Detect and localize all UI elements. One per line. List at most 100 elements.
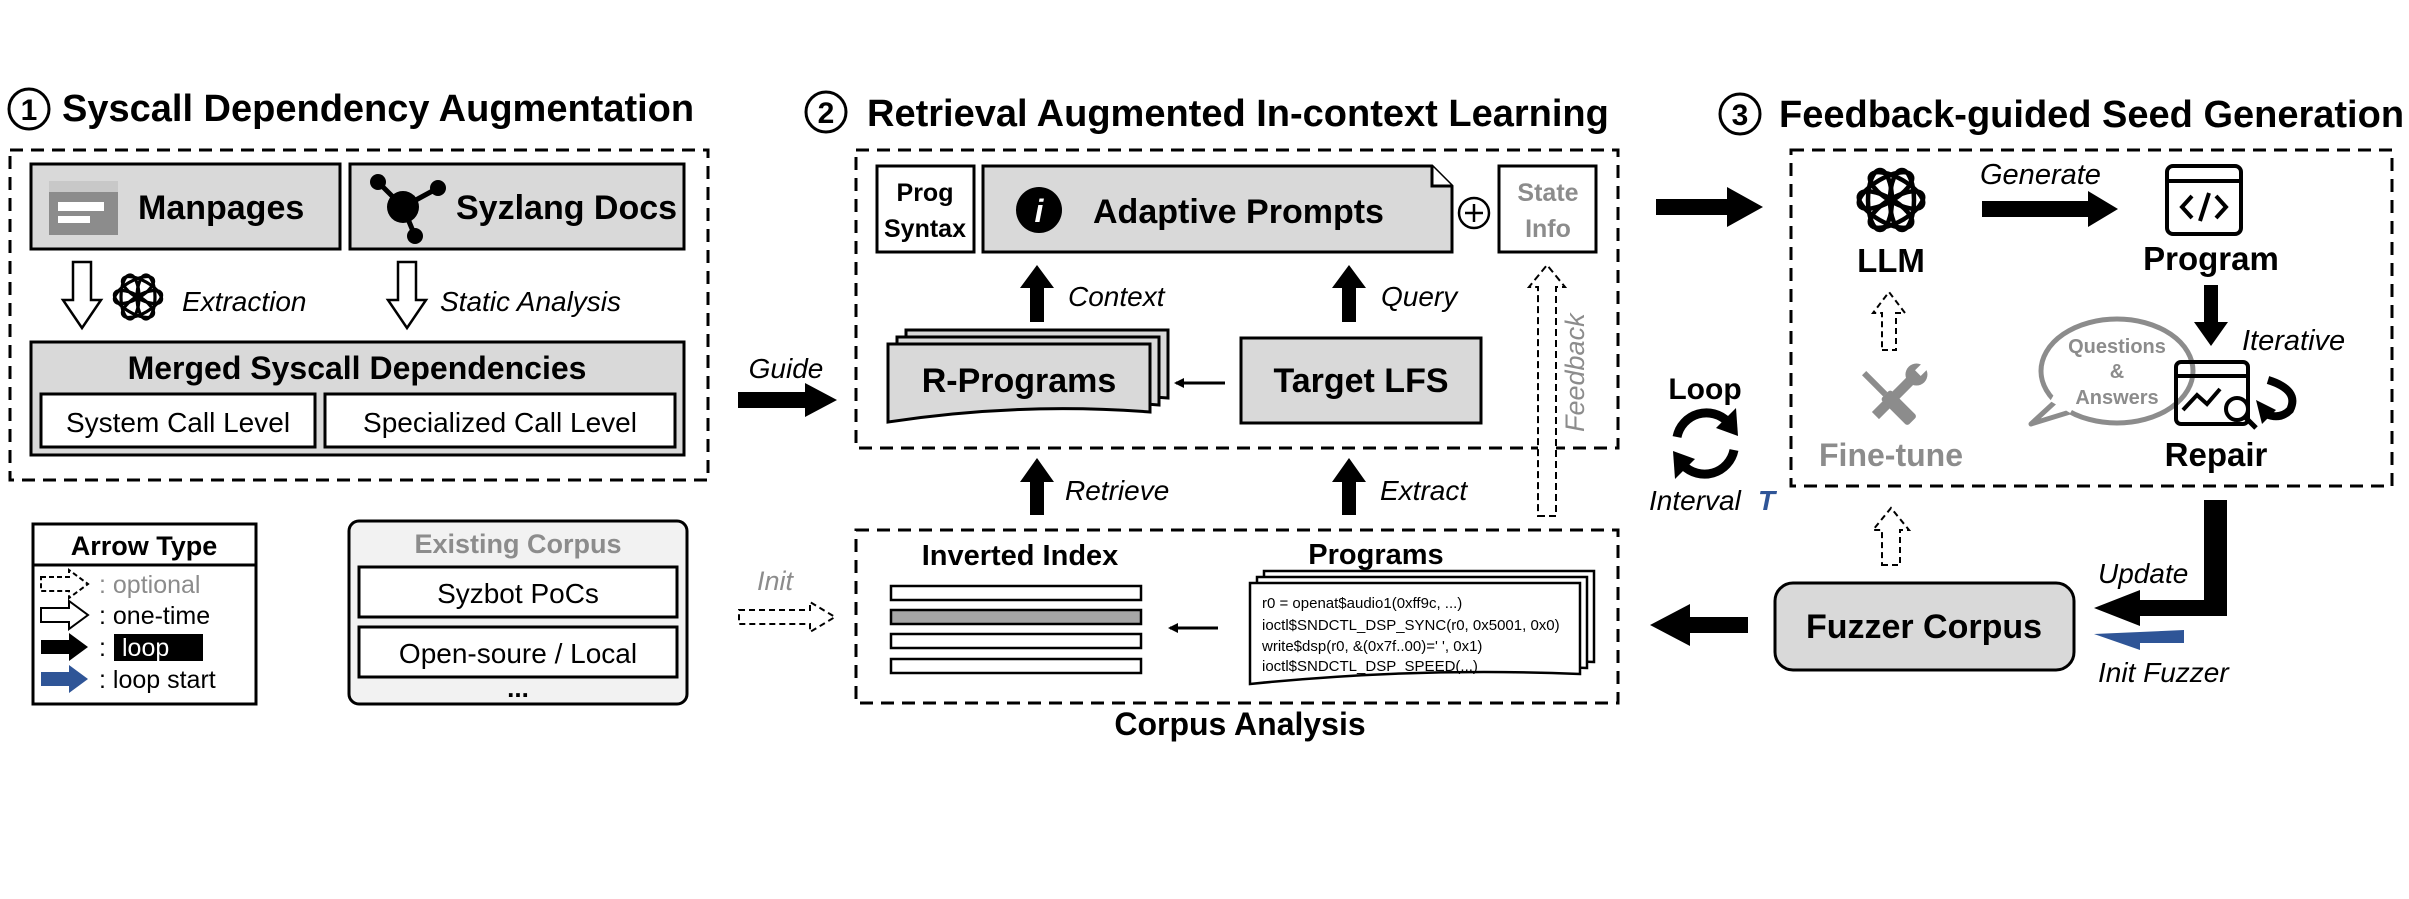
fine-tune-label: Fine-tune — [1819, 437, 1963, 473]
code-line-2: ioctl$SNDCTL_DSP_SYNC(r0, 0x5001, 0x0) — [1262, 617, 1560, 634]
guide-arrow — [738, 383, 837, 417]
adaptive-prompts-label: Adaptive Prompts — [1093, 193, 1384, 231]
legend-optional-label: : optional — [99, 571, 200, 599]
legend-loop-start-arrow — [41, 665, 88, 693]
state-info-line2: Info — [1525, 215, 1571, 243]
context-arrow — [1020, 265, 1054, 322]
extract-arrow — [1332, 458, 1366, 515]
refresh-loop-icon — [1672, 408, 1739, 479]
questions-line1: Questions — [2068, 336, 2166, 358]
legend-optional-arrow — [40, 568, 90, 600]
questions-line3: Answers — [2075, 387, 2158, 409]
code-line-5: ... — [1262, 670, 1275, 687]
state-info-box: State Info — [1497, 164, 1598, 254]
legend-one-time-arrow — [40, 599, 90, 631]
legend-loop-arrow — [41, 633, 88, 661]
state-info-line1: State — [1517, 179, 1578, 207]
specialized-call-level-label: Specialized Call Level — [363, 407, 637, 438]
init-label: Init — [757, 566, 795, 596]
code-line-3: write$dsp(r0, &(0x7f..00)=' ', 0x1) — [1261, 638, 1482, 655]
generate-label: Generate — [1980, 159, 2101, 191]
prog-syntax-line1: Prog — [897, 179, 954, 207]
code-line-4: ioctl$SNDCTL_DSP_SPEED(...) — [1262, 658, 1478, 675]
plus-icon — [1457, 196, 1491, 230]
section1-number-circle — [7, 87, 51, 131]
info-icon: i — [1016, 187, 1062, 233]
syzbot-pocs-label: Syzbot PoCs — [437, 578, 599, 609]
legend-loop-colon: : — [99, 634, 106, 662]
generate-arrow — [1982, 191, 2118, 227]
extract-label: Extract — [1380, 475, 1468, 506]
code-window-icon — [2165, 164, 2243, 236]
update-arrow — [2094, 500, 2227, 626]
init-arrow — [738, 600, 837, 634]
fuzzer-to-corpus-analysis-arrow — [1650, 604, 1748, 646]
retrieve-arrow — [1020, 458, 1054, 515]
to-section3-arrow — [1656, 187, 1763, 227]
context-label: Context — [1068, 281, 1166, 312]
section2-number-circle — [804, 90, 848, 134]
adaptive-prompts-box: i Adaptive Prompts — [981, 164, 1454, 254]
prog-syntax-line2: Syntax — [884, 215, 966, 243]
init-fuzzer-arrow — [2094, 630, 2184, 650]
specialized-call-level-box — [323, 392, 677, 449]
section3-title: Feedback-guided Seed Generation — [1779, 94, 2404, 136]
syzlang-docs-label: Syzlang Docs — [456, 189, 677, 227]
fuzzer-to-section3-arrow — [1870, 506, 1912, 566]
target-lfs-label: Target LFS — [1273, 362, 1448, 400]
legend-loop-label: loop — [122, 634, 169, 662]
extraction-label: Extraction — [182, 286, 307, 317]
graph-node-icon — [370, 174, 446, 244]
system-call-level-label: System Call Level — [66, 407, 290, 438]
programs-doc-stack: r0 = openat$audio1(0xff9c, ...) ioctl$SN… — [1248, 569, 1596, 687]
legend-loop-start-label: : loop start — [99, 666, 216, 694]
query-arrow — [1332, 265, 1366, 322]
llm-openai-logo-icon — [1856, 167, 1926, 233]
merged-title: Merged Syscall Dependencies — [128, 350, 587, 386]
static-analysis-label: Static Analysis — [440, 286, 621, 317]
legend-loop-badge — [114, 634, 203, 661]
finetune-to-llm-arrow — [1870, 290, 1908, 351]
manpage-icon — [49, 181, 118, 235]
section1-dashed-frame — [8, 148, 710, 482]
fuzzer-corpus-label: Fuzzer Corpus — [1806, 608, 2042, 646]
guide-label: Guide — [749, 353, 824, 384]
legend-one-time-label: : one-time — [99, 602, 210, 630]
speech-bubble-icon — [2028, 316, 2196, 427]
system-call-level-box — [39, 392, 317, 449]
iterative-label: Iterative — [2242, 325, 2345, 357]
extraction-arrow — [60, 260, 104, 331]
section3-number-circle — [1718, 92, 1762, 136]
iterative-curved-arrow — [2264, 376, 2297, 421]
iterative-curved-arrowhead — [2256, 400, 2276, 424]
section3-number: 3 — [1732, 99, 1749, 132]
retrieve-label: Retrieve — [1065, 475, 1169, 506]
openai-logo-icon — [112, 273, 164, 321]
section1-title: Syscall Dependency Augmentation — [62, 88, 694, 130]
syzlang-docs-box: Syzlang Docs — [348, 162, 686, 251]
merged-dependencies-box: Merged Syscall Dependencies System Call … — [29, 340, 686, 457]
existing-corpus-title: Existing Corpus — [414, 529, 621, 559]
inverted-index-title: Inverted Index — [922, 540, 1119, 572]
fuzzer-corpus-box: Fuzzer Corpus — [1773, 581, 2076, 672]
section3-dashed-frame — [1789, 148, 2394, 488]
programs-title: Programs — [1308, 539, 1443, 571]
program-to-repair-arrow — [2194, 285, 2228, 346]
existing-corpus-box: Existing Corpus Syzbot PoCs Open-soure /… — [347, 519, 689, 706]
corpus-analysis-dashed-frame — [854, 528, 1620, 705]
llm-label: LLM — [1857, 242, 1925, 279]
open-source-local-label: Open-soure / Local — [399, 638, 637, 669]
existing-corpus-more: ... — [507, 673, 529, 703]
update-label: Update — [2098, 558, 2188, 589]
wrench-screwdriver-icon — [1862, 361, 1930, 425]
loop-label: Loop — [1668, 373, 1741, 406]
feedback-label: Feedback — [1560, 312, 1590, 432]
questions-line2: & — [2110, 361, 2124, 383]
section1-number: 1 — [21, 94, 38, 127]
section3-header: 3 Feedback-guided Seed Generation — [1718, 92, 2404, 136]
query-label: Query — [1381, 281, 1459, 312]
manpages-label: Manpages — [138, 189, 304, 227]
section1-header: 1 Syscall Dependency Augmentation — [7, 87, 694, 131]
legend-title: Arrow Type — [71, 531, 218, 561]
